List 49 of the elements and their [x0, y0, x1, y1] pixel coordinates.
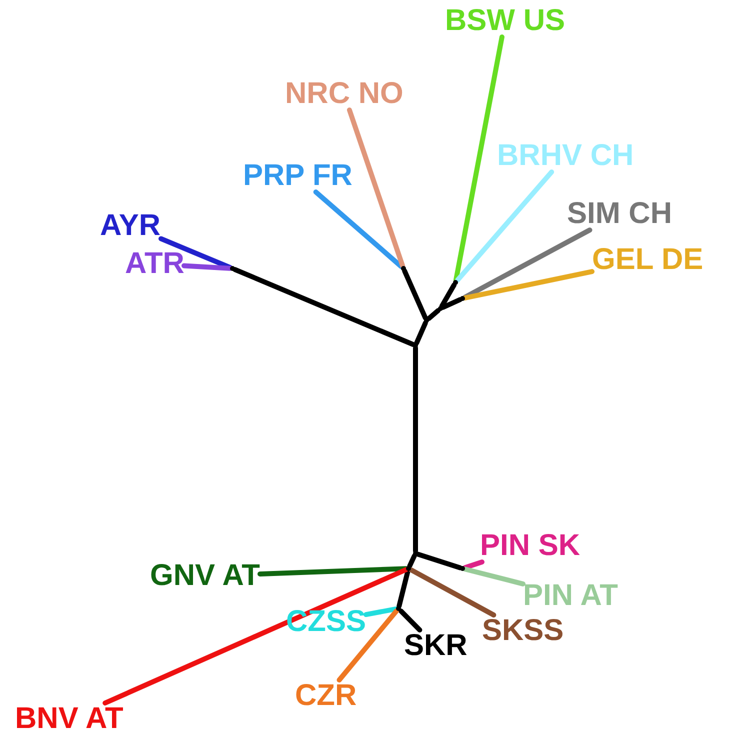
tree-branch — [413, 346, 418, 554]
tree-branch — [416, 552, 462, 570]
branch-point — [396, 606, 400, 610]
taxon-label: SKR — [404, 630, 468, 662]
tree-branch — [364, 606, 398, 618]
taxon-label: PIN SK — [480, 530, 580, 562]
taxon-label: PRP FR — [243, 160, 352, 192]
tree-branch — [408, 567, 496, 618]
tree-branch — [313, 190, 404, 269]
taxon-label: GEL DE — [592, 244, 704, 276]
tree-branch — [407, 554, 417, 568]
taxon-label: SIM CH — [567, 198, 672, 230]
taxon-label: PIN AT — [523, 580, 618, 612]
branch-point — [460, 296, 464, 300]
taxon-label: BRHV CH — [497, 140, 634, 172]
branch-point — [460, 566, 464, 570]
tree-branch — [182, 263, 232, 271]
branch-point — [400, 266, 406, 270]
tree-branch — [414, 320, 428, 346]
taxon-label: BNV AT — [15, 703, 124, 735]
tree-branch — [232, 267, 416, 347]
taxon-label: CZR — [295, 680, 357, 712]
tree-branch — [440, 297, 462, 310]
taxon-label: GNV AT — [150, 560, 260, 592]
tree-branch — [426, 308, 440, 321]
tree-branch — [346, 108, 406, 268]
tree-branch — [455, 170, 554, 282]
tree-branch — [102, 567, 408, 706]
taxon-label: AYR — [100, 210, 161, 242]
tree-branch — [462, 269, 594, 300]
tree-branch — [398, 608, 422, 632]
tree-branch — [462, 566, 526, 586]
tree-branch — [396, 568, 410, 608]
taxon-label: NRC NO — [285, 78, 404, 110]
taxon-label: BSW US — [445, 5, 565, 37]
branch-point — [424, 318, 428, 322]
tree-branch — [439, 282, 457, 308]
branch-point — [230, 266, 234, 270]
branch-point — [406, 566, 410, 570]
branch-point — [452, 280, 458, 284]
branch-point — [438, 306, 442, 310]
taxon-label: ATR — [125, 248, 184, 280]
branch-point — [412, 550, 418, 556]
tree-branch — [453, 34, 504, 282]
tree-branch — [402, 268, 428, 320]
taxon-label: SKSS — [482, 615, 564, 647]
taxon-label: CZSS — [286, 606, 366, 638]
tree-branch — [462, 560, 484, 570]
tree-branch — [336, 608, 399, 682]
